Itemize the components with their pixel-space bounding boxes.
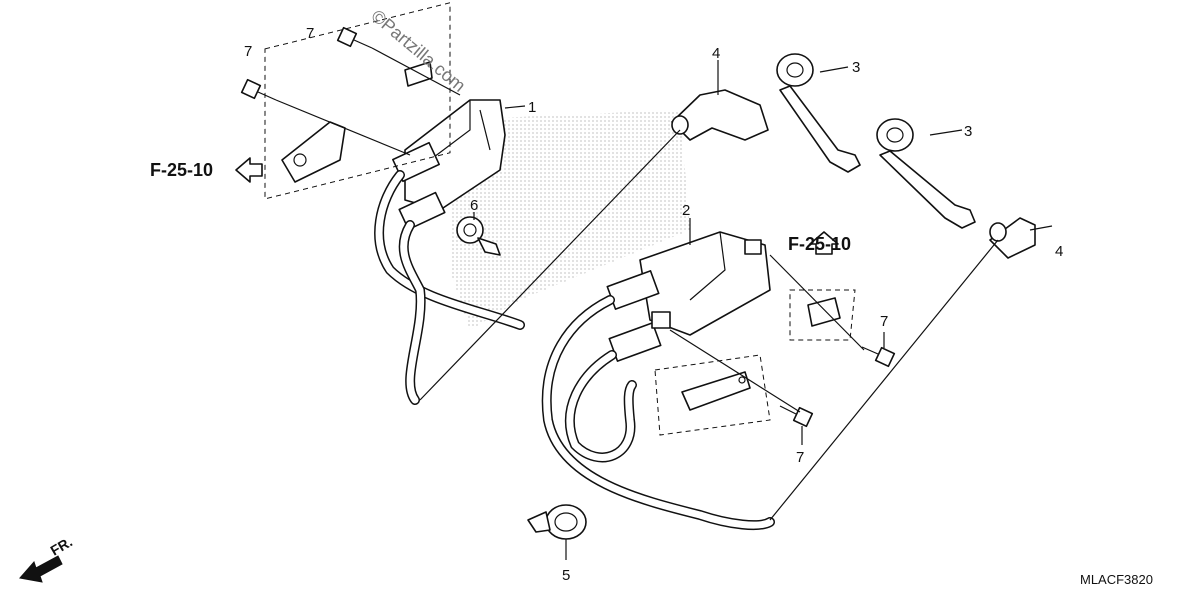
callout-7-right: 7 (880, 313, 888, 330)
ref-label-right[interactable]: F-25-10 (788, 234, 851, 254)
bolt-7-top-left[interactable] (336, 26, 373, 49)
left-bracket[interactable] (264, 2, 451, 200)
ref-arrow-right[interactable] (809, 231, 839, 255)
ref-label-left[interactable]: F-25-10 (150, 160, 213, 180)
bolt-7-right[interactable] (861, 346, 896, 368)
callout-4-lower: 4 (1055, 243, 1063, 260)
plug-cap-4-lower[interactable] (989, 217, 1036, 259)
callout-3-lower: 3 (964, 123, 972, 140)
right-bracket[interactable] (654, 289, 856, 436)
callout-3-upper: 3 (852, 59, 860, 76)
diagram-code: MLACF3820 (1080, 572, 1153, 587)
bolt-7-left[interactable] (240, 78, 277, 101)
bolt-7-bottom[interactable] (779, 405, 814, 428)
plug-cap-3-lower[interactable] (876, 118, 976, 229)
front-arrow (19, 555, 63, 583)
clamp-6[interactable] (456, 216, 501, 256)
coil-1-cables (374, 170, 525, 405)
callout-5: 5 (562, 567, 570, 584)
callout-2: 2 (682, 202, 690, 219)
callout-1: 1 (528, 99, 536, 116)
callout-4-upper: 4 (712, 45, 720, 62)
front-label: FR. (48, 533, 76, 558)
callout-7-top-left: 7 (306, 25, 314, 42)
leader-lines (275, 47, 1053, 560)
callout-7-left: 7 (244, 43, 252, 60)
coil-2-cables (541, 295, 775, 531)
shaded-region (450, 110, 690, 330)
ref-arrow-left[interactable] (235, 157, 263, 183)
callout-7-bottom: 7 (796, 449, 804, 466)
plug-cap-3-upper[interactable] (776, 53, 861, 173)
plug-cap-4-upper[interactable] (671, 89, 769, 141)
clamp-5[interactable] (527, 504, 587, 540)
callout-6: 6 (470, 197, 478, 214)
